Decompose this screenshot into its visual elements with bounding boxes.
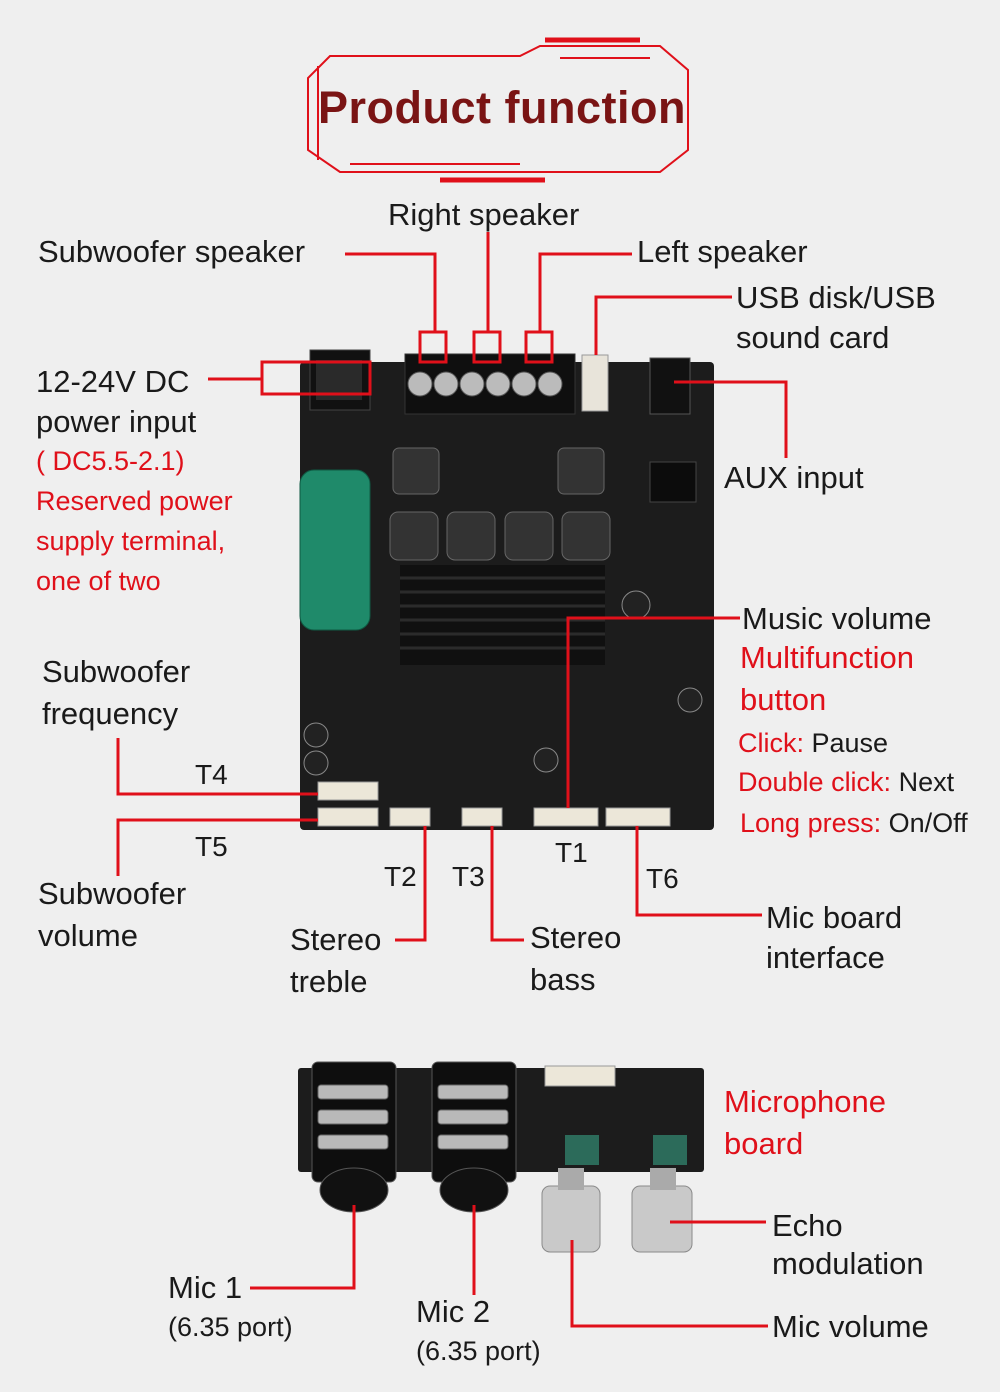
mic2-label: Mic 2 <box>416 1294 491 1329</box>
microphone-board-line1: Microphone <box>724 1084 886 1119</box>
long-press-key: Long press: <box>740 808 882 838</box>
power-label-line2: power input <box>36 404 197 439</box>
stereo-bass-line2: bass <box>530 962 596 997</box>
mic-board-interface-line1: Mic board <box>766 900 903 935</box>
echo-modulation-line2: modulation <box>772 1246 924 1281</box>
long-press-value: On/Off <box>881 808 968 838</box>
terminal-t6: T6 <box>646 863 679 894</box>
mic1-port-label: (6.35 port) <box>168 1312 293 1342</box>
aux-input-label: AUX input <box>724 460 864 495</box>
page-title: Product function <box>318 82 686 133</box>
subwoofer-volume-line2: volume <box>38 918 138 953</box>
stereo-bass-line1: Stereo <box>530 920 622 955</box>
mic-volume-label: Mic volume <box>772 1309 929 1344</box>
reserved-label-line3: one of two <box>36 566 161 596</box>
stereo-treble-line2: treble <box>290 964 368 999</box>
double-click-action-label: Double click: Next <box>738 765 954 799</box>
microphone-board-line2: board <box>724 1126 804 1161</box>
usb-label-line1: USB disk/USB <box>736 280 936 315</box>
multifunction-label-line1: Multifunction <box>740 640 915 675</box>
reserved-label-line2: supply terminal, <box>36 526 226 556</box>
subwoofer-volume-line1: Subwoofer <box>38 876 187 911</box>
subwoofer-speaker-label: Subwoofer speaker <box>38 234 306 269</box>
multifunction-label-line2: button <box>740 682 827 717</box>
terminal-t5: T5 <box>195 831 228 862</box>
subwoofer-frequency-line2: frequency <box>42 696 179 731</box>
double-click-value: Next <box>891 767 955 797</box>
click-value: Pause <box>804 728 889 758</box>
terminal-t1: T1 <box>555 837 588 868</box>
mic-board-interface-line2: interface <box>766 940 885 975</box>
subwoofer-frequency-line1: Subwoofer <box>42 654 191 689</box>
mic2-port-label: (6.35 port) <box>416 1336 541 1366</box>
click-key: Click: <box>738 728 804 758</box>
double-click-key: Double click: <box>738 767 892 797</box>
left-speaker-label: Left speaker <box>637 234 808 269</box>
echo-modulation-line1: Echo <box>772 1208 843 1243</box>
power-label-line1: 12-24V DC <box>36 364 190 399</box>
reserved-label-line1: Reserved power <box>36 486 233 516</box>
terminal-t3: T3 <box>452 861 485 892</box>
right-speaker-label: Right speaker <box>388 197 580 232</box>
power-spec-label: ( DC5.5-2.1) <box>36 446 185 476</box>
usb-label-line2: sound card <box>736 320 890 355</box>
stereo-treble-line1: Stereo <box>290 922 382 957</box>
music-volume-label: Music volume <box>742 601 932 636</box>
terminal-t4: T4 <box>195 759 228 790</box>
long-press-action-label: Long press: On/Off <box>740 806 968 840</box>
terminal-t2: T2 <box>384 861 417 892</box>
click-action-label: Click: Pause <box>738 726 888 760</box>
mic1-label: Mic 1 <box>168 1270 243 1305</box>
